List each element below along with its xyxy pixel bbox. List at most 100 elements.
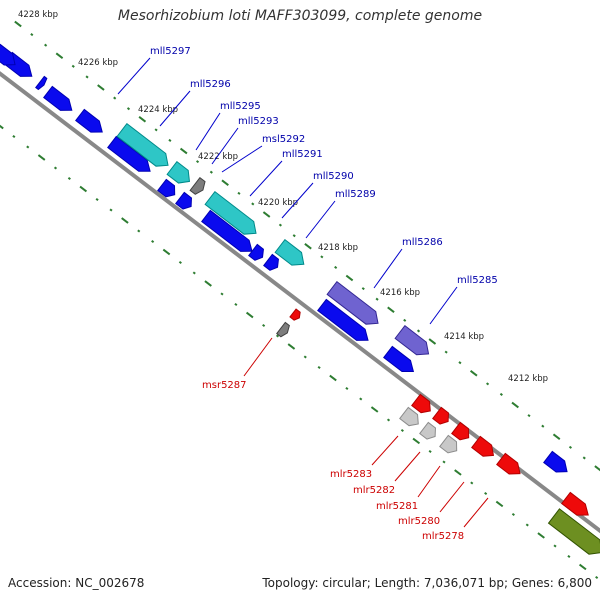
kbp-tick-label: 4226 kbp xyxy=(78,58,118,68)
gene-label-reverse[interactable]: mll5296 xyxy=(190,79,231,90)
gene-arrow-cyan[interactable] xyxy=(274,238,305,266)
gene-arrow-lightgray[interactable] xyxy=(419,421,436,440)
gene-label-reverse[interactable]: mll5295 xyxy=(220,101,261,112)
kbp-tick-label: 4222 kbp xyxy=(198,152,238,162)
gene-arrow-reverse[interactable] xyxy=(0,43,16,66)
upper-tick-mark xyxy=(30,33,34,37)
lower-tick-mark xyxy=(37,154,46,161)
lower-tick-mark xyxy=(137,229,141,233)
upper-tick-mark xyxy=(486,382,490,386)
lower-tick-mark xyxy=(428,449,432,453)
gene-arrow-cyan[interactable] xyxy=(116,122,169,167)
gene-arrow-reverse[interactable] xyxy=(157,178,176,198)
gene-label-reverse[interactable]: mll5289 xyxy=(335,189,376,200)
gene-label-reverse[interactable]: mll5291 xyxy=(282,149,323,160)
label-leader-line xyxy=(394,451,421,482)
lower-tick-mark xyxy=(53,166,58,170)
gene-label-reverse[interactable]: mll5286 xyxy=(402,237,443,248)
lower-tick-mark xyxy=(525,523,529,527)
gene-arrow-reverse[interactable] xyxy=(248,243,264,261)
gene-arrow-reverse[interactable] xyxy=(201,209,253,252)
lower-tick-mark xyxy=(370,406,379,413)
upper-tick-mark xyxy=(138,116,147,123)
gene-label-reverse[interactable]: mll5293 xyxy=(238,116,279,127)
accession-text: Accession: NC_002678 xyxy=(8,576,145,590)
lower-tick-mark xyxy=(595,575,599,579)
gene-arrow-forward[interactable] xyxy=(411,393,431,414)
gene-arrow-reverse[interactable] xyxy=(43,85,73,111)
label-leader-line xyxy=(429,286,458,325)
upper-tick-mark xyxy=(97,84,105,91)
gene-arrow-cyan[interactable] xyxy=(204,190,257,235)
lower-tick-mark xyxy=(262,323,266,328)
gene-arrow-reverse[interactable] xyxy=(175,191,192,210)
lower-tick-mark xyxy=(359,397,363,401)
label-leader-line xyxy=(281,182,314,219)
gene-arrow-forward[interactable] xyxy=(289,308,301,321)
gene-arrow-gray[interactable] xyxy=(189,176,206,195)
gene-arrow-forward[interactable] xyxy=(451,421,470,441)
gene-arrow-forward[interactable] xyxy=(496,452,521,475)
kbp-tick-label: 4216 kbp xyxy=(380,288,420,298)
gene-arrow-purple[interactable] xyxy=(394,324,430,356)
label-leader-line xyxy=(249,160,283,197)
gene-arrow-lightgray[interactable] xyxy=(399,406,419,427)
gene-arrow-olive[interactable] xyxy=(547,508,600,555)
lower-tick-mark xyxy=(162,248,171,256)
kbp-tick-label: 4212 kbp xyxy=(508,374,548,384)
gene-arrow-reverse[interactable] xyxy=(317,298,369,341)
gene-label-reverse[interactable]: mll5285 xyxy=(457,275,498,286)
upper-tick-mark xyxy=(345,274,354,282)
gene-label-reverse[interactable]: mll5290 xyxy=(313,171,354,182)
upper-tick-mark xyxy=(55,52,64,59)
lower-tick-mark xyxy=(329,374,337,382)
gene-arrow-gray[interactable] xyxy=(276,321,290,338)
upper-tick-mark xyxy=(527,414,531,418)
upper-tick-mark xyxy=(499,392,503,396)
lower-tick-mark xyxy=(245,311,254,319)
gene-arrow-lightgray[interactable] xyxy=(439,434,458,454)
lower-tick-mark xyxy=(442,460,446,464)
upper-tick-mark xyxy=(126,107,131,111)
gene-label-forward[interactable]: mlr5283 xyxy=(330,469,372,480)
gene-arrow-reverse[interactable] xyxy=(263,253,279,271)
lower-tick-mark xyxy=(220,292,224,296)
gene-label-forward[interactable]: mlr5281 xyxy=(376,501,418,512)
gene-label-forward[interactable]: mlr5282 xyxy=(353,485,395,496)
label-leader-line xyxy=(417,465,441,498)
gene-arrow-forward[interactable] xyxy=(561,491,589,516)
genome-summary-text: Topology: circular; Length: 7,036,071 bp… xyxy=(262,576,592,590)
label-leader-line xyxy=(221,145,263,173)
gene-label-reverse[interactable]: msl5292 xyxy=(262,134,305,145)
gene-arrow-forward[interactable] xyxy=(471,435,495,457)
upper-tick-mark xyxy=(334,265,338,269)
gene-arrow-cyan[interactable] xyxy=(166,160,191,184)
gene-arrow-reverse[interactable] xyxy=(383,345,415,373)
lower-tick-mark xyxy=(553,544,557,548)
lower-tick-mark xyxy=(317,365,321,370)
upper-tick-mark xyxy=(209,170,213,174)
gene-label-forward[interactable]: mlr5280 xyxy=(398,516,440,527)
lower-tick-mark xyxy=(178,260,182,265)
gene-arrow-purple[interactable] xyxy=(326,280,379,325)
gene-label-reverse[interactable]: mll5297 xyxy=(150,46,191,57)
label-leader-line xyxy=(195,112,221,151)
gene-arrow-reverse[interactable] xyxy=(543,450,568,473)
upper-tick-mark xyxy=(195,160,200,164)
lower-tick-mark xyxy=(234,302,238,307)
lower-tick-mark xyxy=(345,386,349,390)
upper-tick-mark xyxy=(594,465,600,472)
gene-arrow-forward[interactable] xyxy=(432,406,449,425)
lower-tick-mark xyxy=(412,437,421,445)
lower-tick-mark xyxy=(578,563,587,571)
upper-tick-mark xyxy=(14,20,22,28)
map-title: Mesorhizobium loti MAFF303099, complete … xyxy=(117,8,483,24)
gene-arrow-reverse[interactable] xyxy=(75,108,103,133)
gene-arrow-reverse[interactable] xyxy=(107,135,151,172)
upper-tick-mark xyxy=(71,64,75,68)
label-leader-line xyxy=(243,337,273,377)
gene-arrow-reverse[interactable] xyxy=(35,75,48,91)
gene-label-forward[interactable]: msr5287 xyxy=(202,380,247,391)
gene-label-forward[interactable]: mlr5278 xyxy=(422,531,464,542)
